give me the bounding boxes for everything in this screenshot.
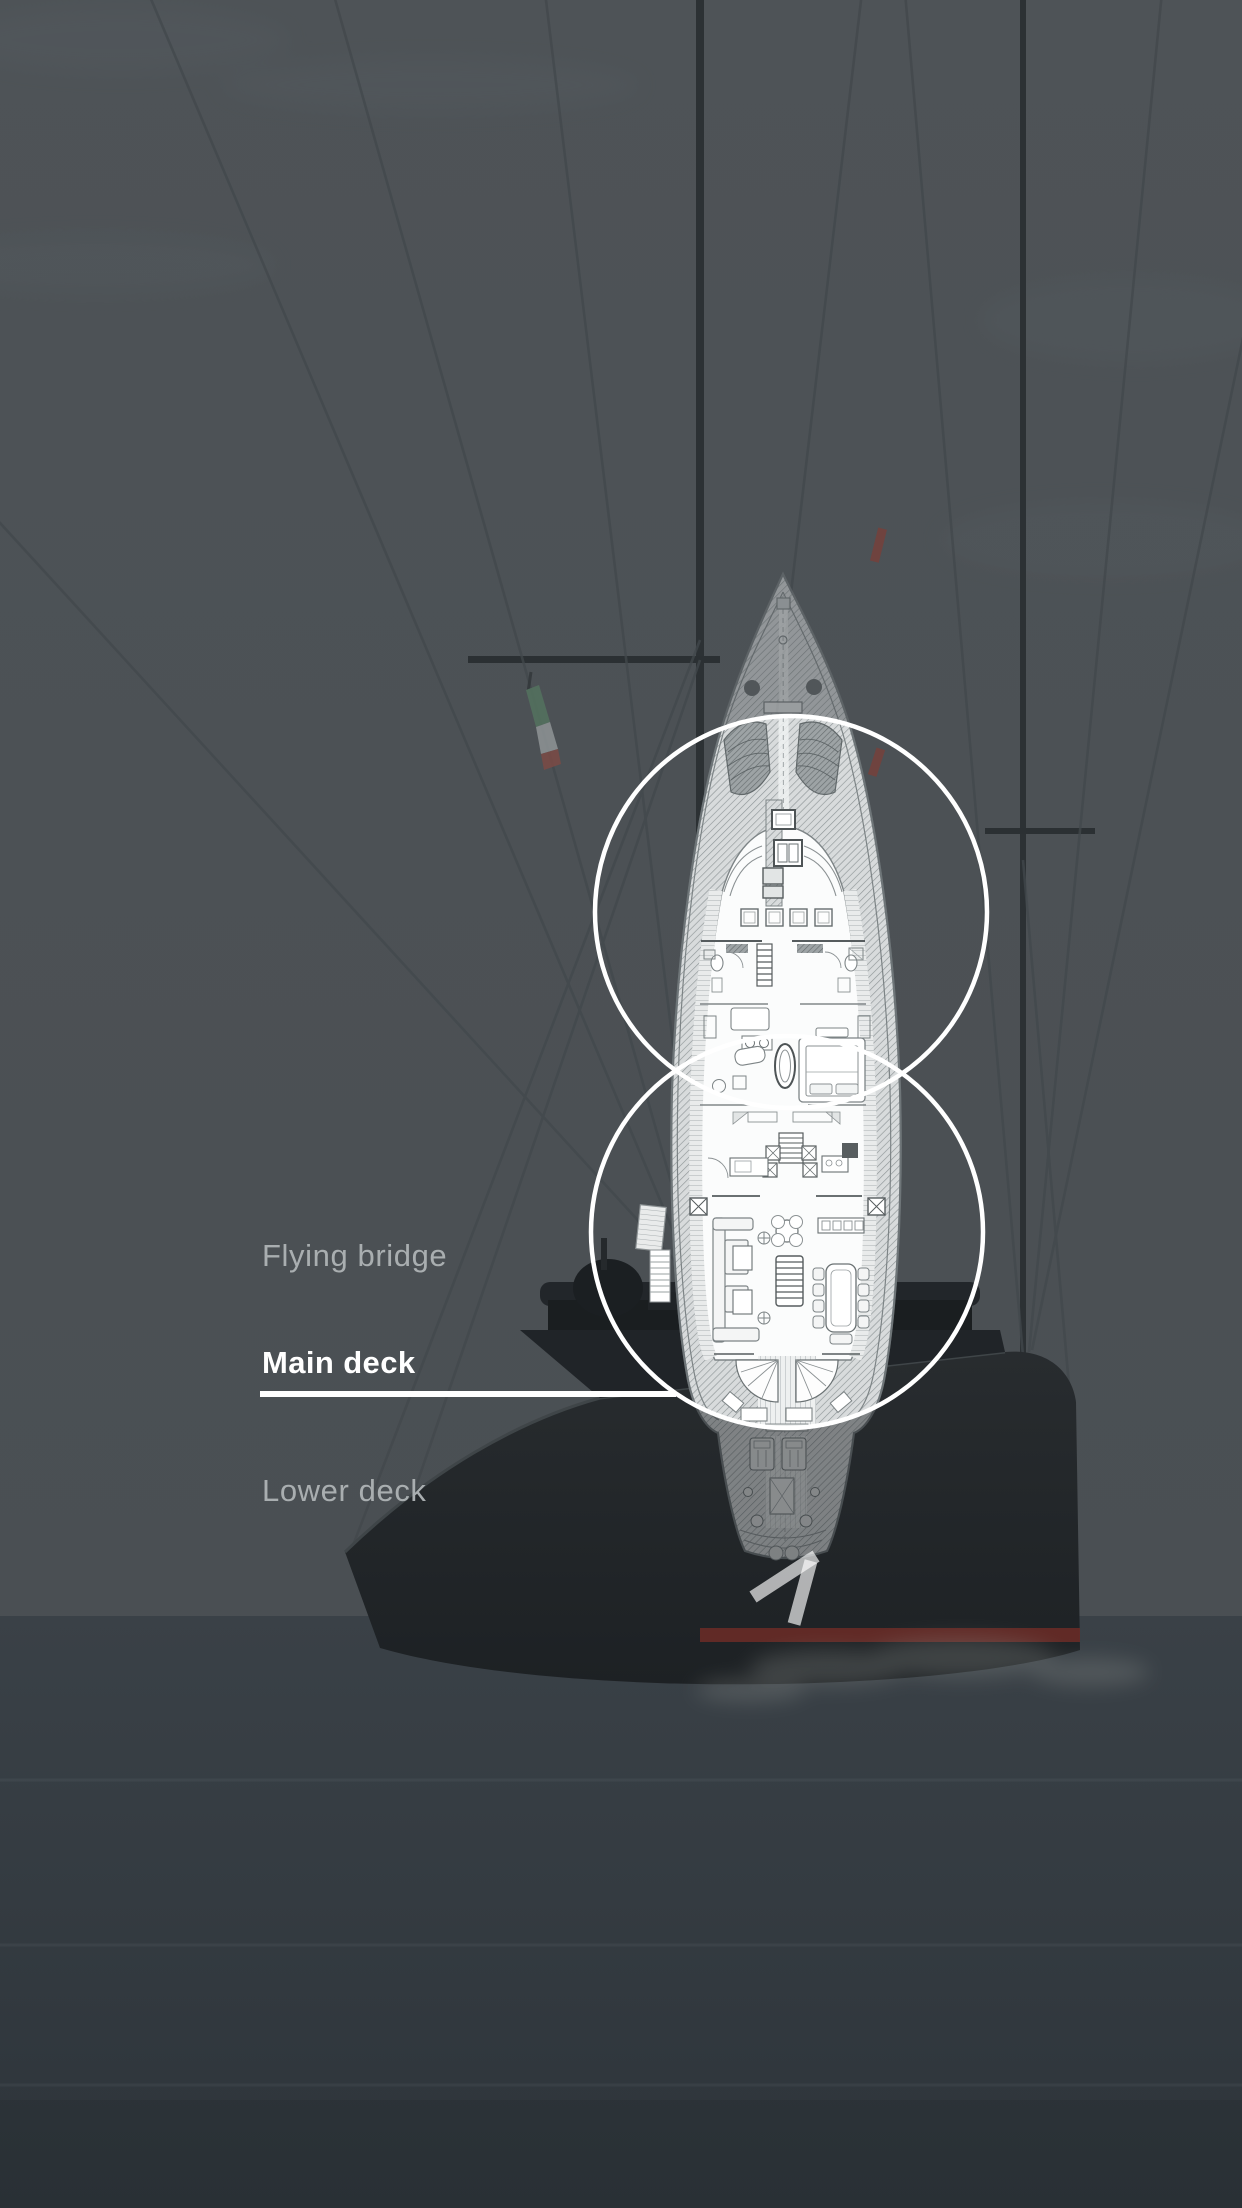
main-mast [696,0,704,1341]
mizzen-spreader [985,828,1095,834]
spreader-bar [468,656,720,663]
magnifier-circle-bottom [588,1033,986,1431]
radar-dome [573,1259,643,1317]
mizzen-mast [1020,0,1026,1358]
deck-menu-item-lower-deck[interactable]: Lower deck [262,1473,427,1508]
waterline-stripe [700,1628,1080,1642]
deck-menu-item-flying-bridge[interactable]: Flying bridge [262,1238,448,1273]
clouds [0,6,1242,578]
telltale-ribbons [867,527,887,777]
deck-menu-item-main-deck[interactable]: Main deck [262,1345,416,1380]
magnifier-circle-top [592,713,990,1111]
mast-lines [468,0,1095,1358]
sea-streaks [0,1778,1242,2087]
arrow-up-right-icon [749,1550,820,1626]
italian-flag-icon [526,671,561,770]
wake-foam [695,1638,1150,1702]
sea [0,1616,1242,2208]
